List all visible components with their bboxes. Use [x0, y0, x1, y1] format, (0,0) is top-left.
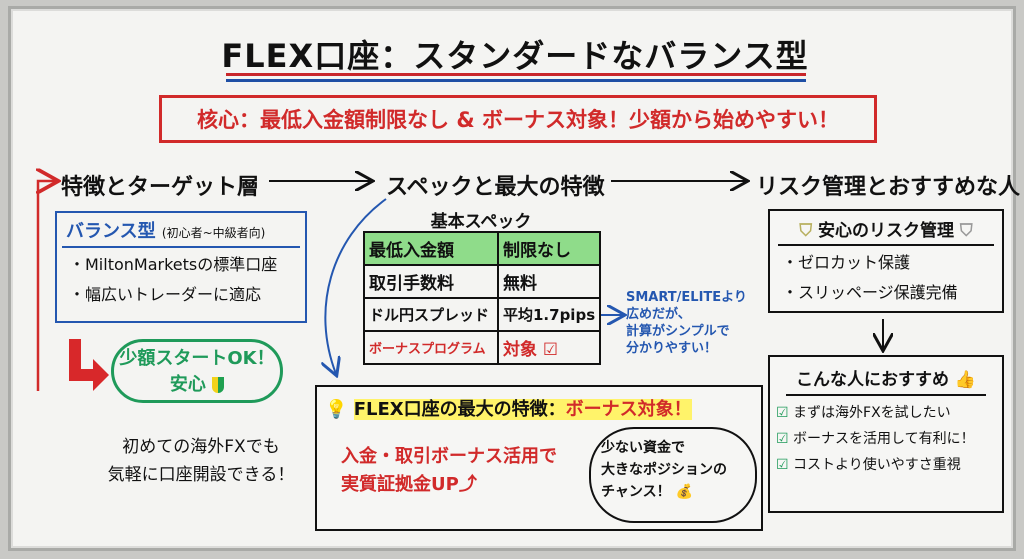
risk-item: ・ゼロカット保護 [782, 253, 911, 272]
balance-item: ・幅広いトレーダーに適応 [69, 285, 262, 304]
feature-line: 入金・取引ボーナス活用で [341, 446, 557, 467]
cloud-line: 少ない資金で [601, 440, 685, 456]
money-bag-icon: 💰 [675, 484, 693, 500]
cloud-line: チャンス！ [601, 484, 671, 500]
beginner-note: 初めての海外FXでも 気軽に口座開設できる！ [96, 433, 306, 489]
spec-table-title: 基本スペック [430, 212, 532, 232]
table-row: ドル円スプレッド平均1.7pips [363, 297, 601, 332]
balance-item: ・MiltonMarketsの標準口座 [69, 255, 278, 274]
table-row: 最低入金額制限なし [363, 231, 601, 266]
section-heading-risk: リスク管理とおすすめな人 [756, 175, 1021, 200]
checkbox-checked-icon: ☑ [776, 457, 789, 473]
risk-item: ・スリッページ保護完備 [782, 283, 958, 302]
note-line: 気軽に口座開設できる！ [107, 465, 295, 485]
max-feature-box: 💡 FLEX口座の最大の特徴：ボーナス対象！ 入金・取引ボーナス活用で 実質証拠… [315, 385, 763, 531]
balance-type-subtitle: (初心者~中級者向) [161, 226, 266, 240]
note-line: 分かりやすい！ [626, 341, 718, 356]
shield-icon: ⛉ [959, 221, 973, 241]
board-title: FLEX口座：スタンダードなバランス型 [221, 37, 809, 75]
note-line: 広めだが、 [626, 307, 691, 322]
feature-line: 実質証拠金UP [341, 474, 459, 495]
spec-label: 最低入金額 [363, 231, 499, 266]
recommend-box: こんな人におすすめ 👍 ☑ まずは海外FXを試したい ☑ ボーナスを活用して有利… [768, 355, 1004, 513]
section-heading-features: 特徴とターゲット層 [61, 175, 260, 200]
shield-icon: ⛉ [799, 221, 813, 241]
beginner-mark-icon [212, 377, 225, 393]
spread-note: SMART/ELITEより 広めだが、 計算がシンプルで 分かりやすい！ [626, 289, 747, 357]
risk-management-box: ⛉ 安心のリスク管理 ⛉ ・ゼロカット保護 ・スリッページ保護完備 [768, 209, 1004, 313]
note-line: SMART/ELITEより [626, 290, 747, 305]
checkbox-checked-icon: ☑ [776, 405, 789, 421]
cloud-line: 安心 [169, 374, 206, 395]
spec-value: 無料 [497, 264, 601, 299]
spec-value: 平均1.7pips [497, 297, 601, 332]
recommend-item: コストより使いやすさ重視 [793, 457, 961, 473]
checkbox-checked-icon: ☑ [776, 431, 789, 447]
spec-value: 対象 [503, 340, 537, 360]
whiteboard: FLEX口座：スタンダードなバランス型 核心：最低入金額制限なし & ボーナス対… [8, 6, 1020, 551]
spec-label: ボーナスプログラム [363, 330, 499, 365]
spec-table: 最低入金額制限なし 取引手数料無料 ドル円スプレッド平均1.7pips ボーナス… [363, 231, 601, 365]
recommend-item: ボーナスを活用して有利に！ [793, 431, 975, 447]
table-row: 取引手数料無料 [363, 264, 601, 299]
core-message-box: 核心：最低入金額制限なし & ボーナス対象！少額から始めやすい！ [159, 95, 877, 143]
spec-label: ドル円スプレッド [363, 297, 499, 332]
cloud-line: 少額スタートOK！ [119, 348, 275, 369]
note-line: 計算がシンプルで [626, 324, 730, 339]
risk-title: 安心のリスク管理 [818, 221, 954, 241]
title-underline-red [226, 73, 806, 76]
balance-type-title: バランス型 [66, 221, 156, 242]
title-underline-blue [226, 79, 806, 82]
cloud-line: 大きなポジションの [601, 462, 727, 478]
up-arrow-icon: ⤴ [458, 474, 477, 495]
spec-label: 取引手数料 [363, 264, 499, 299]
table-row: ボーナスプログラム対象 ☑ [363, 330, 601, 365]
feature-title-highlight: ボーナス対象！ [565, 399, 692, 420]
checkbox-checked-icon: ☑ [542, 340, 559, 360]
note-line: 初めての海外FXでも [122, 437, 280, 457]
balance-type-box: バランス型 (初心者~中級者向) ・MiltonMarketsの標準口座 ・幅広… [55, 211, 307, 323]
section-heading-specs: スペックと最大の特徴 [386, 175, 605, 200]
small-start-cloud: 少額スタートOK！ 安心 [111, 339, 283, 403]
lightbulb-icon: 💡 [325, 399, 348, 420]
spec-value: 制限なし [497, 231, 601, 266]
feature-title: FLEX口座の最大の特徴： [353, 399, 566, 420]
thumbs-up-icon: 👍 [954, 370, 977, 390]
recommend-title: こんな人におすすめ [795, 370, 949, 390]
chance-cloud: 少ない資金で 大きなポジションの チャンス！ 💰 [589, 427, 757, 523]
recommend-item: まずは海外FXを試したい [793, 405, 951, 421]
